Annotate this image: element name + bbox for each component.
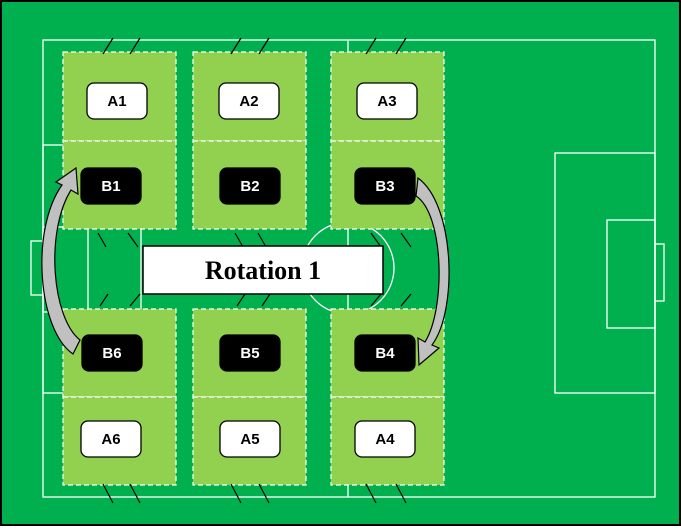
badge-box (219, 167, 281, 205)
badge-label: B4 (375, 345, 395, 362)
banner-title: Rotation 1 (205, 256, 321, 285)
badge-label: A3 (377, 93, 396, 110)
badge-label: B5 (240, 345, 259, 362)
curved-arrow-icon (415, 176, 450, 367)
player-badge-b6: B6 (81, 334, 143, 372)
badge-box (354, 334, 416, 372)
player-badge-a1: A1 (86, 82, 148, 120)
player-badge-b5: B5 (219, 334, 281, 372)
rotation-arrows (41, 166, 450, 367)
tick-mark (395, 483, 407, 504)
tick-mark (102, 37, 114, 55)
right-goal (654, 243, 665, 302)
tick-mark (102, 483, 114, 504)
tick-mark (99, 293, 109, 307)
tick-mark (400, 232, 412, 248)
badge-box (356, 82, 418, 120)
badge-label: A2 (239, 93, 258, 110)
player-badge-a4: A4 (354, 420, 416, 458)
banner-box (142, 245, 384, 295)
tick-mark (258, 483, 270, 504)
tick-mark (258, 37, 270, 55)
tick-mark (365, 37, 377, 55)
tick-mark (370, 293, 382, 307)
badge-box (80, 420, 142, 458)
player-badge-b2: B2 (219, 167, 281, 205)
player-badge-b4: B4 (354, 334, 416, 372)
badge-label: B2 (240, 178, 259, 195)
badge-label: A1 (107, 93, 126, 110)
tick-mark (261, 293, 271, 307)
player-badge-a5: A5 (219, 420, 281, 458)
badge-box (219, 420, 281, 458)
badge-label: B3 (375, 178, 394, 195)
badge-box (354, 167, 416, 205)
badge-label: B1 (101, 178, 120, 195)
zone-tick-marks (97, 37, 412, 504)
badge-label: B6 (102, 345, 121, 362)
player-badge-a6: A6 (80, 420, 142, 458)
tick-mark (127, 232, 139, 248)
badge-box (86, 82, 148, 120)
tick-mark (129, 293, 141, 307)
badge-label: A6 (101, 431, 120, 448)
player-badge-b3: B3 (354, 167, 416, 205)
player-badge-a2: A2 (218, 82, 280, 120)
tick-mark (370, 232, 382, 248)
curved-arrow-icon (41, 166, 81, 355)
tick-mark (129, 483, 141, 504)
tick-mark (400, 293, 412, 307)
tick-mark (97, 232, 107, 248)
badge-label: A4 (375, 431, 395, 448)
tick-mark (230, 483, 242, 504)
tick-mark (395, 37, 407, 55)
badge-label: A5 (240, 431, 259, 448)
badge-box (81, 334, 143, 372)
badge-box (80, 167, 142, 205)
tick-mark (230, 37, 242, 55)
player-badge-b1: B1 (80, 167, 142, 205)
rotation-banner: Rotation 1 (142, 245, 384, 295)
badge-box (219, 334, 281, 372)
tick-mark (129, 37, 141, 55)
tick-mark (234, 232, 244, 248)
player-badge-a3: A3 (356, 82, 418, 120)
badge-box (354, 420, 416, 458)
badge-box (218, 82, 280, 120)
tick-mark (365, 483, 377, 504)
tick-mark (257, 232, 267, 248)
tick-mark (236, 293, 246, 307)
